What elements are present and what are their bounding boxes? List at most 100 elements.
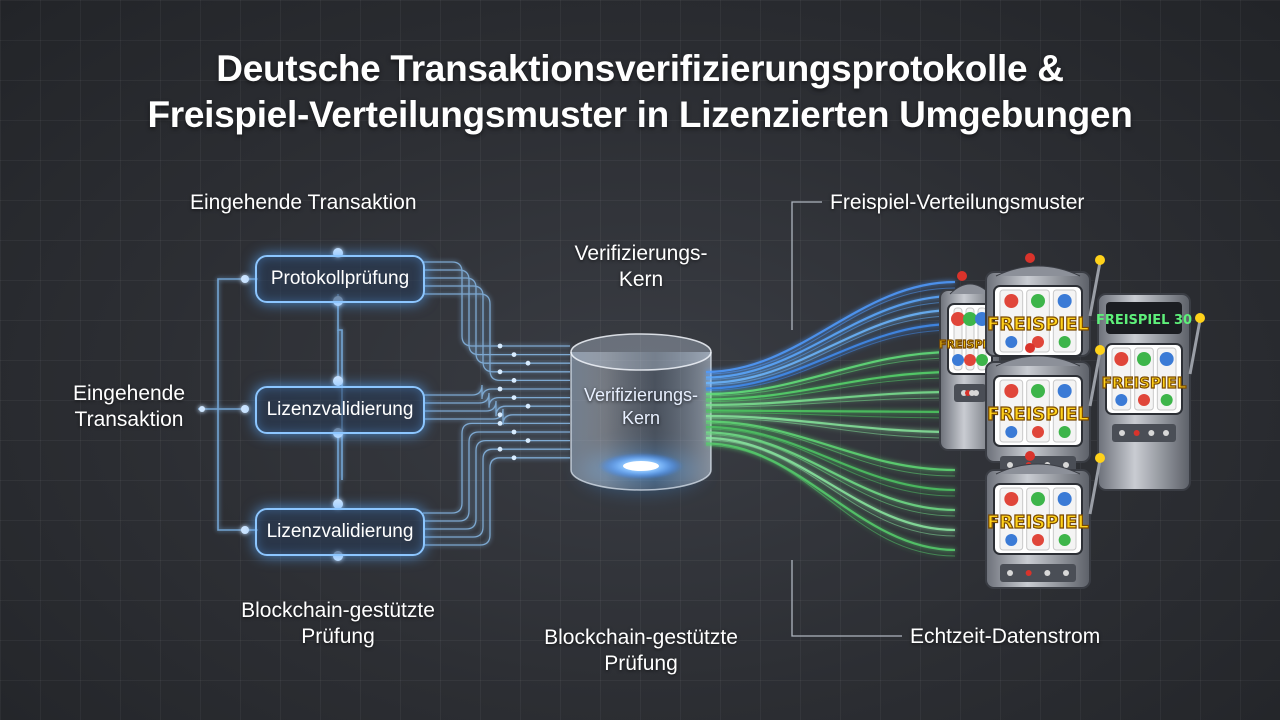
machine-button — [1148, 430, 1155, 436]
machine-reel — [1052, 379, 1077, 443]
stream-line — [705, 420, 956, 472]
label-incoming-top: Eingehende Transaktion — [190, 191, 417, 214]
slot-machine-middle: FREISPIEL — [985, 343, 1105, 474]
reel-symbol — [1031, 492, 1045, 506]
reel-symbol — [1032, 426, 1044, 438]
trace-line — [423, 422, 570, 514]
dot-mid-1 — [333, 376, 343, 386]
label-blockchain-left-line-2: Prüfung — [301, 625, 375, 648]
reel-symbol — [1032, 534, 1044, 546]
reel-symbol — [1057, 294, 1072, 308]
trace-dot — [511, 455, 517, 461]
reel-symbol — [963, 312, 977, 326]
stream-line — [705, 370, 956, 401]
stream-line — [705, 322, 956, 390]
stream-line-thin — [705, 397, 956, 408]
reel-symbol — [1057, 492, 1072, 506]
machine-button — [1063, 462, 1069, 468]
machine-reel — [1052, 487, 1077, 551]
stream-line — [705, 409, 956, 414]
reel-symbol — [964, 354, 976, 366]
trace-dot — [511, 395, 517, 400]
stream-line — [705, 431, 956, 512]
stream-line — [705, 414, 956, 434]
stream-line-thin — [705, 439, 956, 537]
core-label-line-1: Verifizierungs- — [583, 385, 699, 405]
slot-machine-bottom: FREISPIEL — [985, 451, 1105, 589]
reel-symbol — [1159, 352, 1174, 366]
stream-line-thin — [705, 445, 956, 557]
trace-dot — [525, 438, 531, 443]
circuit-traces — [423, 261, 570, 546]
machine-lever-knob — [1195, 313, 1205, 323]
dot-left-mid — [241, 405, 249, 413]
label-blockchain-center: Blockchain-gestützte Prüfung — [515, 625, 767, 677]
machine-reel — [1026, 487, 1050, 551]
stream-line — [705, 390, 956, 407]
reel-symbol — [951, 312, 965, 326]
label-stream: Echtzeit-Datenstrom — [910, 625, 1101, 648]
stream-line — [705, 308, 956, 385]
dot-left-top — [241, 275, 249, 283]
stream-line-thin — [705, 287, 956, 375]
machine-button — [1133, 430, 1140, 436]
trace-line — [423, 293, 570, 382]
label-blockchain-center-line-1: Blockchain-gestützte — [544, 626, 738, 649]
stream-line-thin — [705, 329, 956, 391]
machine-light — [1025, 253, 1035, 263]
stream-line-thin — [705, 357, 956, 397]
trace-line — [423, 408, 570, 425]
trace-dots — [497, 343, 531, 461]
reel-symbol — [1160, 394, 1173, 406]
trace-dot — [497, 421, 503, 426]
machine-lever — [1088, 351, 1102, 407]
label-incoming-left-line-1: Eingehende — [72, 382, 186, 405]
machine-lever — [1188, 319, 1202, 375]
trace-dot — [511, 378, 517, 383]
machine-button — [1063, 570, 1069, 576]
stream-line-thin — [705, 428, 956, 497]
machine-light — [1025, 343, 1035, 353]
trace-line — [423, 457, 570, 546]
reel-symbol — [1058, 534, 1071, 546]
machine-top — [949, 283, 991, 295]
dot-input — [199, 406, 205, 412]
stream-line — [705, 294, 956, 379]
reel-symbol — [1004, 384, 1019, 398]
label-blockchain-left: Blockchain-gestützte Prüfung — [212, 598, 464, 650]
verification-core — [570, 333, 712, 491]
machine-reel — [1052, 289, 1077, 353]
stream-line — [705, 425, 956, 492]
machine-display-text: FREISPIEL 30 — [1096, 313, 1192, 328]
stream-line-thin — [705, 434, 956, 517]
output-streams — [705, 280, 956, 557]
stream-line-thin — [705, 412, 956, 419]
trace-line — [423, 392, 570, 408]
reel-symbol — [1057, 384, 1072, 398]
label-blockchain-center-line-2: Prüfung — [604, 652, 678, 675]
core-label: Verifizierungs- Kern — [566, 384, 716, 430]
trace-dot — [525, 403, 531, 409]
reel-symbol — [1032, 336, 1044, 348]
trace-dot — [497, 386, 503, 392]
node-license-validation-2: Lizenzvalidierung — [255, 508, 425, 556]
trace-dot — [497, 412, 503, 418]
label-core-top-line-2: Kern — [618, 268, 664, 291]
machine-reel-text: FREISPIEL — [987, 314, 1089, 335]
reel-symbol — [1137, 352, 1151, 366]
machine-reel-text: FREISPIEL — [1102, 374, 1187, 392]
machine-reel — [1026, 379, 1050, 443]
diagram-title: Deutsche Transaktionsverifizierungsproto… — [0, 46, 1280, 138]
machine-button — [1007, 570, 1013, 576]
node-protocol-check: Protokollprüfung — [255, 255, 425, 303]
stream-line — [705, 280, 956, 374]
machine-lever — [1088, 459, 1102, 515]
label-core-top-line-1: Verifizierungs- — [574, 242, 708, 265]
connector-left-bracket — [217, 278, 258, 531]
label-blockchain-left-line-1: Blockchain-gestützte — [241, 599, 435, 622]
machine-lever-knob — [1095, 255, 1105, 265]
reel-symbol — [1031, 384, 1045, 398]
reel-symbol — [1114, 352, 1129, 366]
dot-left-bot — [241, 526, 249, 534]
